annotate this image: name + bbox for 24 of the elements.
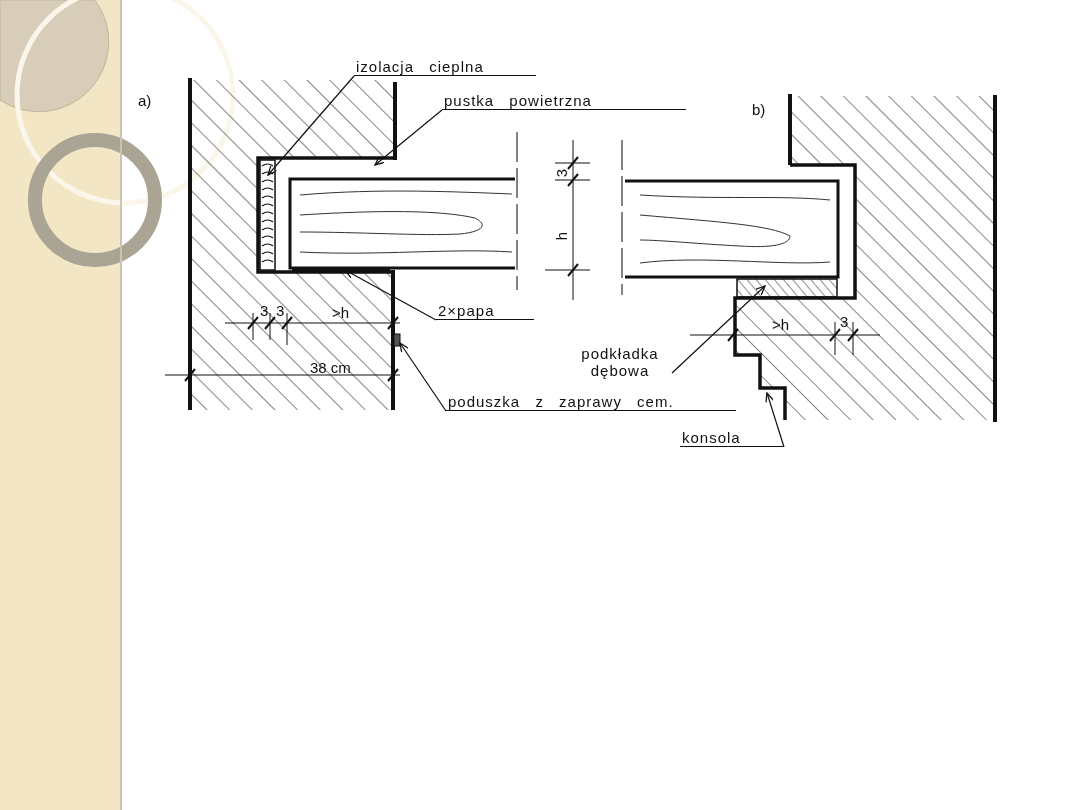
dimension-text: 3 (840, 314, 849, 330)
dimension-text: >h (772, 317, 790, 333)
callout-label: poduszka z zaprawy cem. (446, 393, 736, 411)
callout-label: 2×papa (436, 302, 534, 320)
dimension-text: 3 (260, 303, 269, 319)
callout-label: pustka powietrzna (442, 92, 686, 110)
insulation-layer (259, 159, 276, 271)
oak-pad (736, 278, 838, 298)
dimension-text: h (554, 231, 571, 241)
dimension-text: >h (332, 305, 350, 321)
callout-label: podkładka dębowa (548, 345, 692, 379)
callout-label: konsola (680, 429, 784, 447)
leader-line (671, 285, 766, 374)
panel-label: a) (138, 93, 152, 109)
dimension-text: 3 (276, 303, 285, 319)
mortar-cushion (393, 333, 401, 347)
leader-line (399, 342, 447, 412)
panel-label: b) (752, 102, 766, 118)
leader-line (765, 392, 785, 448)
leader-line (267, 75, 355, 176)
dimension-text: 3 (554, 168, 571, 178)
leader-line (374, 109, 443, 166)
callout-label: izolacja cieplna (354, 58, 536, 76)
dimension-text: 38 cm (310, 360, 351, 376)
